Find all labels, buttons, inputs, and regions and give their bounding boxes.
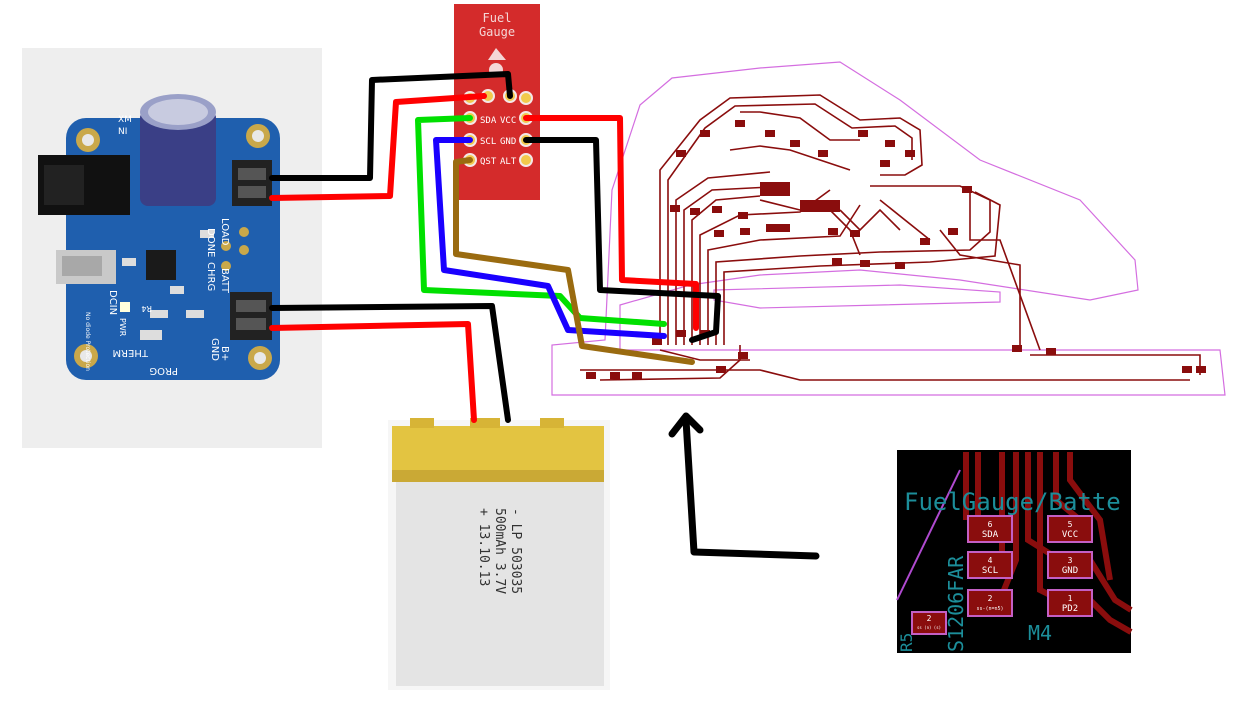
fg-pin-vcc: VCC <box>500 116 516 126</box>
label-therm: THERM <box>112 347 149 358</box>
battery-label-line3: + 13.10.13 <box>476 508 491 586</box>
label-dcin: DCIN <box>107 290 118 315</box>
label-pwr: PWR <box>118 318 127 337</box>
inset-pad-1-name: PD2 <box>1062 604 1078 614</box>
inset-pad-2-num: 2 <box>988 594 993 603</box>
wire-load-gnd <box>269 71 513 181</box>
label-chrg: CHRG <box>205 262 216 291</box>
fuel-gauge-title-line2: Gauge <box>479 25 515 39</box>
inset-module: M4 <box>1028 621 1052 645</box>
inset-pad-1-num: 1 <box>1068 594 1073 603</box>
inset-pad-3-name: GND <box>1062 566 1078 576</box>
fuel-gauge-board: Fuel Gauge SDA SCL QST VCC GND ALT <box>454 4 540 200</box>
label-batt: BATT <box>219 268 230 294</box>
label-done: DONE <box>205 228 216 257</box>
label-xm: XM <box>118 115 132 125</box>
charger-board: LOAD DONE CHRG BATT GND B+ DCIN PWR THER… <box>22 48 322 448</box>
label-bplus: B+ <box>219 346 230 361</box>
inset-pad-6-num: 6 <box>988 520 993 529</box>
wire-gnd <box>523 137 721 343</box>
label-load: LOAD <box>219 218 230 246</box>
inset-side-label: R5 <box>897 633 916 652</box>
inset-pad-5-num: 5 <box>1068 520 1073 529</box>
arrow-to-pcb <box>682 416 820 560</box>
wire-load-vcc <box>269 93 487 201</box>
inset-pad-4-name: SCL <box>982 566 998 576</box>
label-gnd: GND <box>209 338 220 361</box>
inset-title: FuelGauge/Batte <box>904 488 1121 516</box>
pcb-detail-inset: FuelGauge/Batte S1206FAR M4 R5 6 SDA 5 V… <box>896 450 1133 653</box>
label-ni: NI <box>118 127 127 137</box>
wire-vcc <box>523 115 699 331</box>
fg-pin-sda: SDA <box>480 116 497 126</box>
wire-batt-gnd <box>269 303 511 423</box>
inset-part-name: S1206FAR <box>944 555 968 652</box>
inset-pad-6-name: SDA <box>982 530 999 540</box>
pcb-outline <box>551 61 1226 396</box>
label-diode: No diode Protection <box>84 312 91 371</box>
fuel-gauge-title-line1: Fuel <box>483 11 512 25</box>
wire-qst <box>453 157 695 365</box>
fg-pin-alt: ALT <box>500 157 517 167</box>
inset-pad-4-num: 4 <box>988 556 993 565</box>
wire-batt-vcc <box>269 321 477 423</box>
lipo-battery: - LP 503035 500mAh 3.7V + 13.10.13 <box>388 418 610 690</box>
fg-pin-gnd: GND <box>500 137 516 147</box>
wire-sda <box>415 115 667 327</box>
inset-pad-5-name: VCC <box>1062 530 1078 540</box>
wire-scl <box>433 137 667 339</box>
battery-label-line1: - LP 503035 <box>508 508 523 594</box>
inset-small-pad-name: ss (n) (s) <box>917 625 941 630</box>
wires <box>269 71 820 560</box>
battery-label-line2: 500mAh 3.7V <box>492 508 507 594</box>
pcb-traces <box>580 94 1201 381</box>
inset-pad-2-name: ss-(n=n5) <box>976 606 1003 612</box>
label-prog: PROG <box>149 365 178 376</box>
label-r4: R4 <box>141 304 152 313</box>
fg-pin-qst: QST <box>480 157 497 167</box>
inset-small-pad-num: 2 <box>927 614 932 623</box>
arrow-head <box>668 412 704 438</box>
inset-pad-3-num: 3 <box>1068 556 1073 565</box>
pcb-pads <box>586 120 1206 379</box>
fg-pin-scl: SCL <box>480 137 496 147</box>
